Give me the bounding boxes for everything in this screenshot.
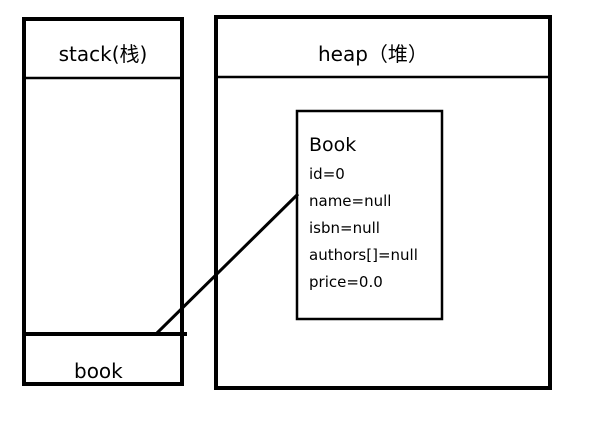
object-class-name: Book: [309, 134, 357, 156]
stack-title: stack(栈): [58, 42, 148, 66]
heap-title: heap（堆）: [318, 42, 428, 66]
object-field-id: id=0: [309, 165, 345, 183]
object-field-price: price=0.0: [309, 273, 383, 291]
book-object-box: [295, 109, 444, 321]
heap-box: [214, 15, 552, 390]
object-field-authors: authors[]=null: [309, 246, 418, 264]
stack-variable-book: book: [74, 359, 123, 383]
reference-line: [155, 192, 300, 335]
stack-box: [22, 17, 184, 386]
object-field-isbn: isbn=null: [309, 219, 380, 237]
object-field-name: name=null: [309, 192, 392, 210]
